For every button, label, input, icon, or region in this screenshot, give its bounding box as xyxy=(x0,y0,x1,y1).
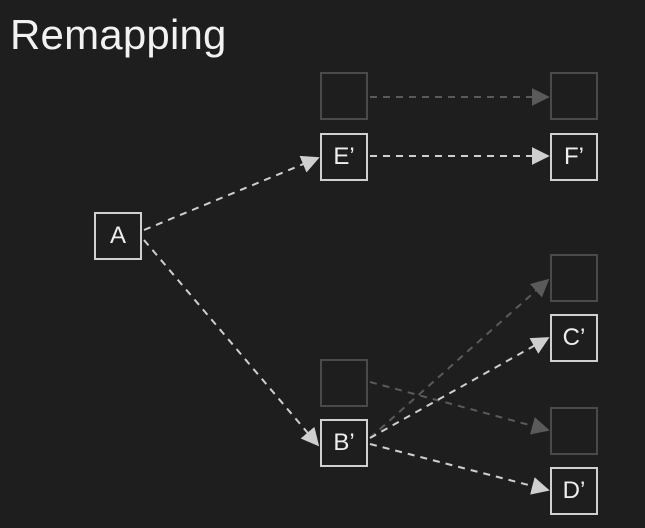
ghost-node-top-right xyxy=(550,72,598,120)
slide-title: Remapping xyxy=(10,11,227,58)
edge-ghost-to-c-upper xyxy=(369,278,550,439)
node-b-prime: B’ xyxy=(320,419,368,467)
edge-ghost-to-d-upper xyxy=(369,381,550,435)
ghost-node-top-middle xyxy=(320,72,368,120)
ghost-node-b-upper xyxy=(320,359,368,407)
node-d-prime: D’ xyxy=(550,467,598,515)
edge-a-to-e-prime xyxy=(143,155,320,231)
node-c-prime: C’ xyxy=(550,314,598,362)
edge-b-prime-to-c-prime xyxy=(369,337,550,439)
edge-b-prime-to-d-prime xyxy=(369,443,550,495)
node-a: A xyxy=(94,212,142,260)
edge-a-to-b-prime xyxy=(143,239,320,447)
node-e-prime: E’ xyxy=(320,133,368,181)
ghost-node-d-upper xyxy=(550,407,598,455)
node-f-prime: F’ xyxy=(550,133,598,181)
ghost-node-c-upper xyxy=(550,254,598,302)
